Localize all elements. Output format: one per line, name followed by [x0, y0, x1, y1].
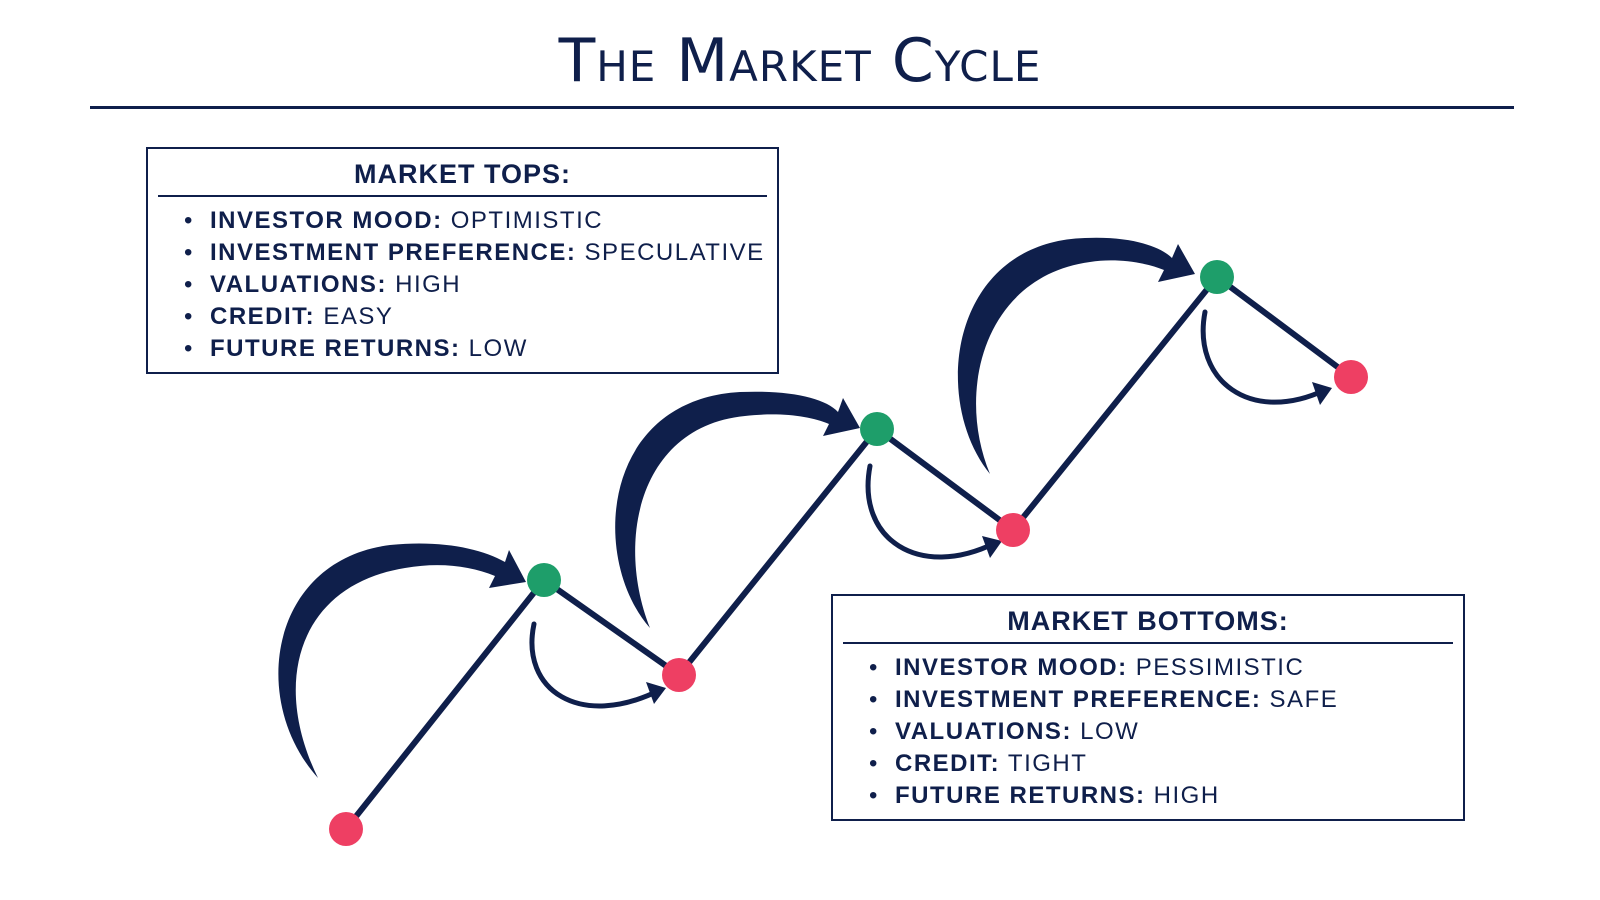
list-item: • FUTURE RETURNS: LOW: [184, 333, 777, 365]
market-top-point: [527, 563, 561, 597]
list-item: • CREDIT: TIGHT: [869, 748, 1463, 780]
decline-arrow-head: [982, 536, 1002, 558]
item-value: LOW: [1080, 718, 1140, 745]
market-bottoms-box: MARKET BOTTOMS: • INVESTOR MOOD: PESSIMIS…: [831, 594, 1465, 821]
market-tops-heading: MARKET TOPS:: [353, 159, 571, 189]
list-item: • INVESTOR MOOD: PESSIMISTIC: [869, 652, 1463, 684]
market-bottoms-heading: MARKET BOTTOMS:: [1007, 606, 1289, 636]
market-bottom-point: [662, 658, 696, 692]
list-item: • CREDIT: EASY: [184, 301, 777, 333]
item-key: VALUATIONS:: [210, 271, 387, 298]
decline-arrow: [529, 621, 663, 709]
list-item: • VALUATIONS: LOW: [869, 716, 1463, 748]
rally-arrow: [615, 391, 860, 628]
item-key: INVESTOR MOOD:: [895, 654, 1128, 681]
bullet-icon: •: [184, 239, 194, 266]
rally-arrow: [278, 543, 526, 778]
market-top-point: [1200, 260, 1234, 294]
item-value: SPECULATIVE: [584, 239, 765, 266]
item-key: VALUATIONS:: [895, 718, 1072, 745]
item-value: LOW: [468, 335, 528, 362]
item-key: FUTURE RETURNS:: [210, 335, 461, 362]
item-value: OPTIMISTIC: [450, 207, 604, 234]
item-key: INVESTMENT PREFERENCE:: [210, 239, 577, 266]
market-bottom-point: [1334, 360, 1368, 394]
market-bottoms-divider: [843, 642, 1453, 644]
bullet-icon: •: [869, 686, 879, 713]
bullet-icon: •: [184, 207, 194, 234]
item-value: HIGH: [395, 271, 462, 298]
market-bottoms-list: • INVESTOR MOOD: PESSIMISTIC • INVESTMENT …: [833, 652, 1463, 812]
bullet-icon: •: [184, 335, 194, 362]
list-item: • INVESTMENT PREFERENCE: SPECULATIVE: [184, 237, 777, 269]
bullet-icon: •: [184, 303, 194, 330]
decline-arrow-head: [1312, 382, 1332, 405]
bullet-icon: •: [869, 718, 879, 745]
list-item: • INVESTMENT PREFERENCE: SAFE: [869, 684, 1463, 716]
item-key: INVESTMENT PREFERENCE:: [895, 686, 1262, 713]
item-key: CREDIT:: [895, 750, 1001, 777]
decline-arrow: [1200, 309, 1328, 405]
item-value: TIGHT: [1007, 750, 1088, 777]
item-key: INVESTOR MOOD:: [210, 207, 443, 234]
item-value: HIGH: [1153, 782, 1220, 809]
bullet-icon: •: [869, 654, 879, 681]
market-bottom-point: [329, 812, 363, 846]
rally-arrow: [957, 237, 1195, 474]
list-item: • FUTURE RETURNS: HIGH: [869, 780, 1463, 812]
list-item: • VALUATIONS: HIGH: [184, 269, 777, 301]
decline-arrow: [865, 463, 998, 560]
market-top-point: [860, 412, 894, 446]
title-divider: [90, 106, 1514, 109]
market-tops-list: • INVESTOR MOOD: OPTIMISTIC • INVESTMENT P…: [148, 205, 777, 365]
item-key: FUTURE RETURNS:: [895, 782, 1146, 809]
bullet-icon: •: [184, 271, 194, 298]
market-tops-box: MARKET TOPS: • INVESTOR MOOD: OPTIMISTIC …: [146, 147, 779, 374]
item-value: PESSIMISTIC: [1135, 654, 1305, 681]
decline-arrow-head: [646, 682, 666, 704]
page-title: The Market Cycle: [558, 26, 1042, 96]
list-item: • INVESTOR MOOD: OPTIMISTIC: [184, 205, 777, 237]
bullet-icon: •: [869, 750, 879, 777]
item-value: SAFE: [1269, 686, 1339, 713]
market-tops-divider: [158, 195, 767, 197]
item-key: CREDIT:: [210, 303, 316, 330]
market-bottom-point: [996, 513, 1030, 547]
item-value: EASY: [323, 303, 394, 330]
bullet-icon: •: [869, 782, 879, 809]
